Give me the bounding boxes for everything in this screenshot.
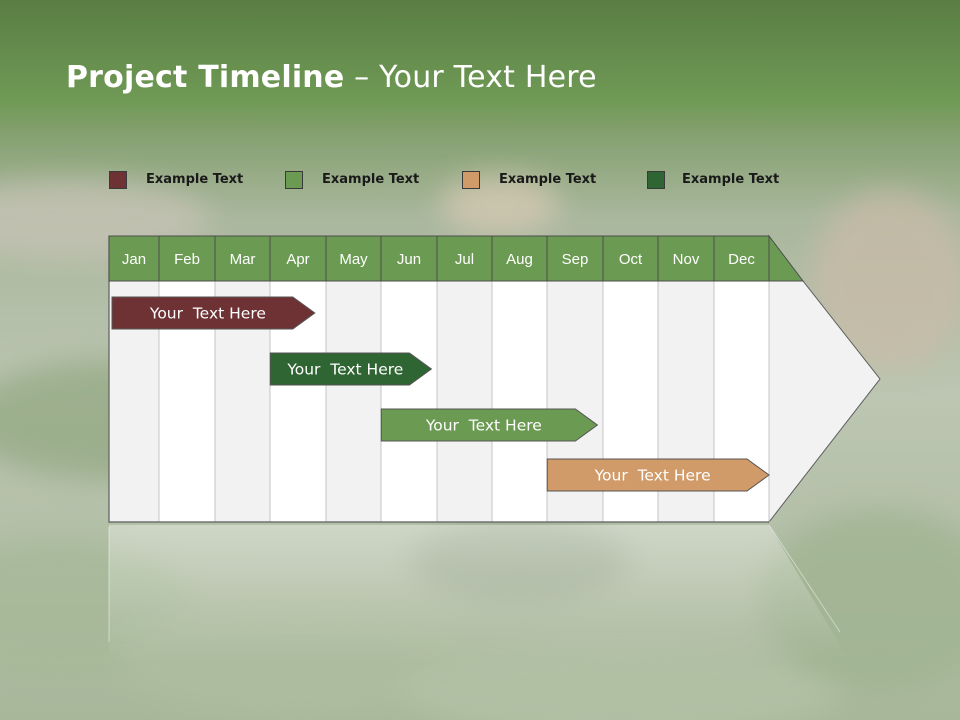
- arrow-header-tip: [768, 234, 805, 282]
- legend-label-3: Example Text: [499, 172, 597, 187]
- month-header: Jan Feb Mar Apr May Jun Jul Aug Sep Oct Nov Dec: [108, 234, 805, 282]
- month-label: Aug: [506, 251, 533, 268]
- legend-label-4: Example Text: [682, 172, 780, 187]
- month-label: Apr: [286, 251, 309, 268]
- task-bar-shape: [269, 352, 433, 386]
- legend-label-1: Example Text: [146, 172, 244, 187]
- title-band-shape: [0, 0, 960, 135]
- month-label: Dec: [728, 251, 755, 268]
- reflection-lines: [108, 524, 841, 642]
- month-header-cell: [491, 235, 548, 282]
- task-bar: Your Text Here: [111, 296, 316, 330]
- month-column: [325, 280, 382, 523]
- timeline-reflection: [108, 524, 850, 662]
- month-column: [436, 280, 493, 523]
- page-title: Project Timeline – Your Text Here: [66, 60, 597, 95]
- task-bar-label: Your Text Here: [286, 361, 403, 379]
- month-label: Nov: [673, 251, 700, 268]
- month-header-cell: [713, 235, 770, 282]
- task-bar: Your Text Here: [269, 352, 433, 386]
- timeline-border: [108, 236, 769, 523]
- legend-swatch-4: [647, 171, 665, 189]
- month-header-cell: [602, 235, 659, 282]
- page-title-bold: Project Timeline: [66, 60, 345, 95]
- title-band: Project Timeline – Your Text Here: [0, 0, 960, 135]
- page-title-rest: – Your Text Here: [344, 60, 597, 95]
- task-bar-shape: [380, 408, 599, 442]
- task-bar-label: Your Text Here: [594, 467, 711, 485]
- task-bar-label: Your Text Here: [425, 417, 542, 435]
- month-header-cell: [214, 235, 271, 282]
- month-label: Oct: [619, 251, 643, 268]
- month-label: Feb: [174, 251, 200, 268]
- task-bar: Your Text Here: [380, 408, 599, 442]
- month-header-cell: [158, 235, 216, 282]
- month-label: Sep: [562, 251, 589, 268]
- month-header-cell: [108, 235, 160, 282]
- task-bar: Your Text Here: [546, 458, 770, 492]
- legend-label-2: Example Text: [322, 172, 420, 187]
- legend-swatch-1: [109, 171, 127, 189]
- reflection-shape: [109, 525, 850, 662]
- month-label: Mar: [230, 251, 256, 268]
- month-label: May: [339, 251, 368, 268]
- month-column: [491, 280, 548, 523]
- month-header-cell: [380, 235, 438, 282]
- month-label: Jun: [397, 251, 421, 268]
- task-bar-label: Your Text Here: [149, 305, 266, 323]
- month-column: [380, 280, 438, 523]
- arrow-body: [768, 280, 881, 524]
- task-bar-shape: [111, 296, 316, 330]
- task-bar-shape: [546, 458, 770, 492]
- month-label: Jul: [455, 251, 474, 268]
- month-header-cell: [436, 235, 493, 282]
- month-label: Jan: [122, 251, 146, 268]
- legend-swatch-2: [285, 171, 303, 189]
- legend-swatch-3: [462, 171, 480, 189]
